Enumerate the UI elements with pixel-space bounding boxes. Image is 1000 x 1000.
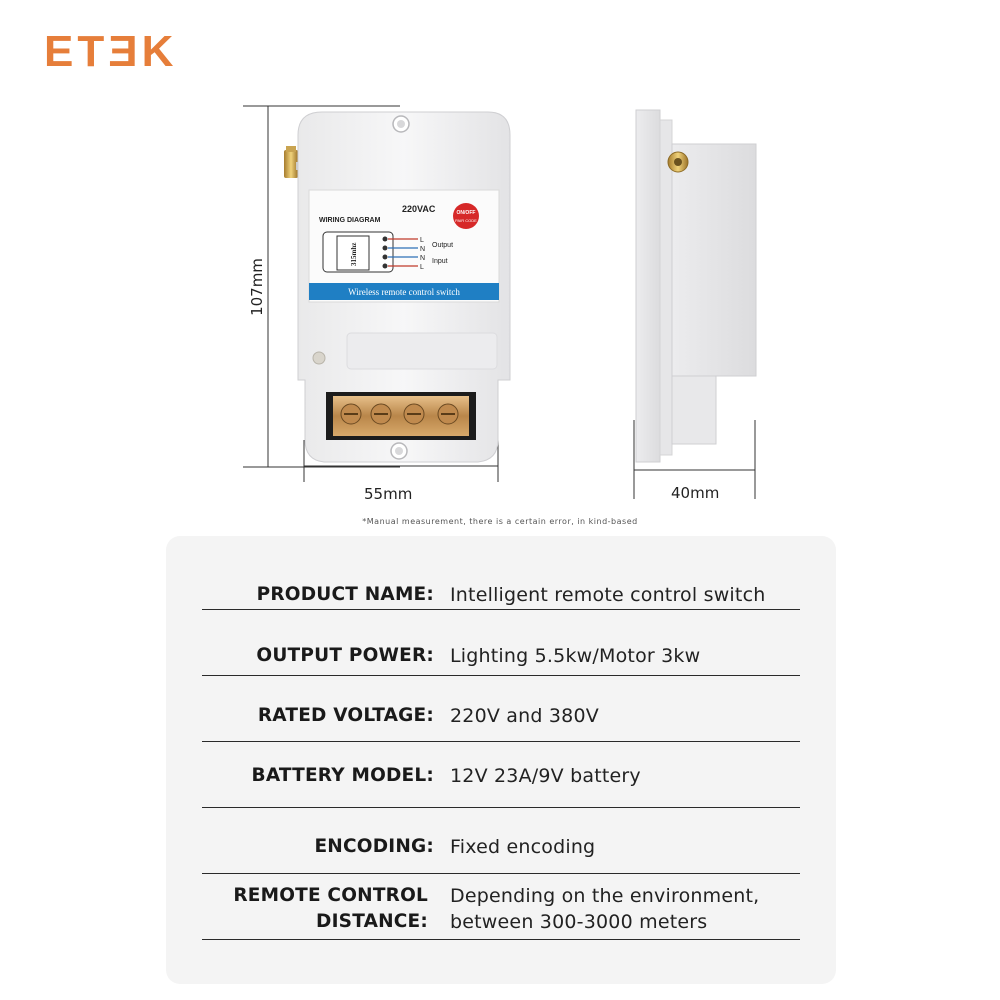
spec-value: Intelligent remote control switch	[450, 584, 766, 606]
terminal-letter-3: N	[420, 255, 425, 262]
width-dimension: 55mm	[364, 485, 412, 503]
spec-row-battery-model: BATTERY MODEL: 12V 23A/9V battery	[202, 760, 800, 808]
spec-value-line: between 300-3000 meters	[450, 911, 708, 933]
wiring-diagram-title: WIRING DIAGRAM	[319, 217, 381, 224]
terminal-block	[333, 396, 469, 436]
voltage-label: 220VAC	[402, 204, 436, 214]
spec-key: REMOTE CONTROL DISTANCE:	[233, 883, 428, 935]
button-label-top: ON/OFF	[457, 210, 476, 216]
spec-card: PRODUCT NAME: Intelligent remote control…	[166, 536, 836, 984]
spec-value: Depending on the environment, between 30…	[450, 883, 759, 935]
spec-value: 220V and 380V	[450, 705, 599, 727]
spec-row-remote-distance: REMOTE CONTROL DISTANCE: Depending on th…	[202, 881, 800, 940]
terminal-screws	[382, 236, 388, 269]
banner-text: Wireless remote control switch	[348, 287, 460, 297]
spec-value: Fixed encoding	[450, 836, 596, 858]
spec-row-rated-voltage: RATED VOLTAGE: 220V and 380V	[202, 699, 800, 742]
button-label-bottom: PAIR CODE	[455, 218, 477, 223]
spec-key: OUTPUT POWER:	[256, 645, 434, 666]
depth-dimension: 40mm	[671, 484, 719, 502]
spec-value: Lighting 5.5kw/Motor 3kw	[450, 645, 701, 667]
spec-key: PRODUCT NAME:	[256, 584, 434, 605]
height-dimension: 107mm	[248, 258, 266, 316]
width-dimension-text: 55mm	[364, 485, 413, 503]
device-front: 220VAC WIRING DIAGRAM 315mhz L N N L Out…	[297, 111, 511, 463]
spec-key: BATTERY MODEL:	[251, 765, 434, 786]
pair-code-button	[453, 203, 479, 229]
logo-mark: ETƎK	[44, 27, 177, 76]
wires	[388, 238, 418, 267]
depth-dimension-text: 40mm	[671, 484, 720, 502]
height-dimension-text: 107mm	[247, 258, 266, 316]
terminal-letter-1: L	[420, 237, 424, 244]
product-figure: 220VAC WIRING DIAGRAM 315mhz L N N L Out…	[243, 105, 757, 499]
spec-key-line: REMOTE CONTROL	[233, 885, 428, 906]
spec-key: RATED VOLTAGE:	[257, 705, 434, 726]
logo-text: ETƎK	[44, 28, 177, 72]
etek-logo: ETƎK	[44, 27, 244, 76]
spec-value-line: Depending on the environment,	[450, 885, 760, 907]
output-label: Output	[432, 242, 453, 249]
measurement-note: *Manual measurement, there is a certain …	[362, 517, 638, 526]
input-label: Input	[432, 258, 448, 265]
terminal-letter-4: L	[420, 264, 424, 271]
spec-row-product-name: PRODUCT NAME: Intelligent remote control…	[202, 576, 800, 610]
terminal-letter-2: N	[420, 246, 425, 253]
spec-key-line: DISTANCE:	[316, 911, 428, 932]
frequency-label: 315mhz	[350, 243, 358, 266]
device-side	[635, 109, 757, 463]
status-led	[312, 351, 326, 365]
spec-row-output-power: OUTPUT POWER: Lighting 5.5kw/Motor 3kw	[202, 637, 800, 676]
spec-key: ENCODING:	[314, 836, 434, 857]
spec-value: 12V 23A/9V battery	[450, 765, 641, 787]
dimension-lines	[243, 105, 756, 499]
spec-row-encoding: ENCODING: Fixed encoding	[202, 832, 800, 874]
